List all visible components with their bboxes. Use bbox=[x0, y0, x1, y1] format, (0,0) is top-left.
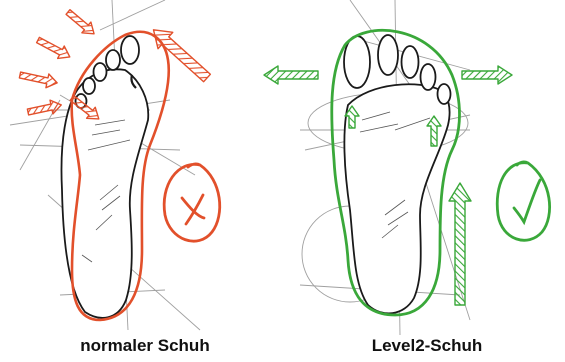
caption-normal-shoe: normaler Schuh bbox=[10, 336, 280, 360]
pressure-arrow-large bbox=[146, 22, 214, 87]
foot-sketch-right bbox=[344, 35, 451, 313]
panel-normal-shoe bbox=[10, 0, 220, 330]
caption-level2-shoe: Level2-Schuh bbox=[292, 336, 562, 360]
cross-mark-icon bbox=[164, 164, 220, 241]
foot-sketch-left bbox=[61, 36, 148, 318]
panel-level2-shoe bbox=[264, 0, 550, 335]
check-mark-icon bbox=[497, 162, 549, 240]
